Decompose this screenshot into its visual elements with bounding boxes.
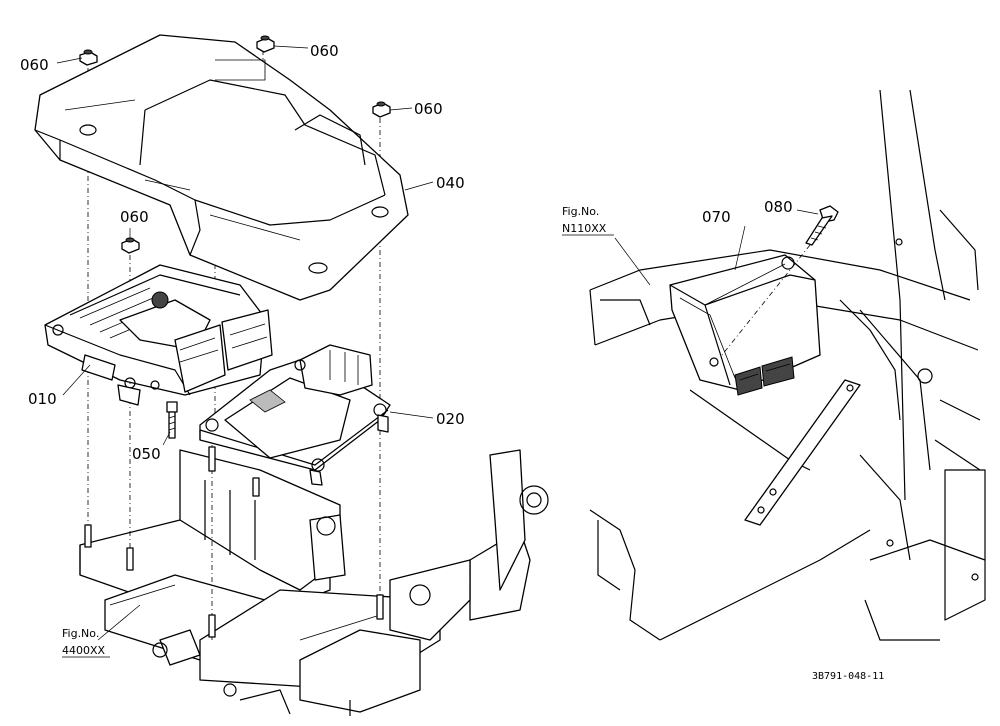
frame-studs: [84, 446, 384, 638]
label-010: 010: [28, 390, 57, 408]
bolt-icon: [805, 205, 839, 246]
right-assembly: 070 080 Fig.No. N110XX: [562, 89, 986, 641]
fig-ref-number: 4400XX: [62, 644, 106, 657]
label-060-c: 060: [414, 100, 443, 118]
hex-nut-icon: [256, 35, 275, 53]
bolt-080: [805, 205, 839, 246]
label-060-a: 060: [20, 56, 49, 74]
label-040: 040: [436, 174, 465, 192]
hex-nut-icon: [372, 101, 391, 118]
mounting-strap: [744, 379, 861, 526]
bracket-020: [199, 344, 391, 486]
ecu-cover-040: [34, 34, 409, 301]
fig-ref-number: N110XX: [562, 222, 607, 235]
fig-ref-label: Fig.No.: [562, 205, 599, 218]
hex-nut-icon: [79, 49, 98, 66]
label-060-d: 060: [120, 208, 149, 226]
fig-ref-label: Fig.No.: [62, 627, 99, 640]
label-020: 020: [436, 410, 465, 428]
ecu-unit-010: [44, 264, 273, 406]
drawing-code: 3B791-048-11: [812, 671, 884, 682]
bolt-050: [166, 401, 178, 439]
cab-frame: [589, 89, 986, 641]
fig-ref-4400xx[interactable]: Fig.No. 4400XX: [62, 627, 110, 658]
controller-070: [669, 254, 821, 396]
left-assembly: 060 060 060 060 040 010 050 020 Fig.No. …: [20, 34, 549, 716]
fig-ref-n110xx[interactable]: Fig.No. N110XX: [562, 205, 614, 236]
leader-lines-right: [614, 209, 819, 286]
label-080: 080: [764, 198, 793, 216]
label-060-b: 060: [310, 42, 339, 60]
hex-nut-icon: [121, 237, 140, 254]
leader-lines-left: [56, 45, 434, 641]
label-070: 070: [702, 208, 731, 226]
label-050: 050: [132, 445, 161, 463]
mounting-frame: [79, 449, 549, 716]
